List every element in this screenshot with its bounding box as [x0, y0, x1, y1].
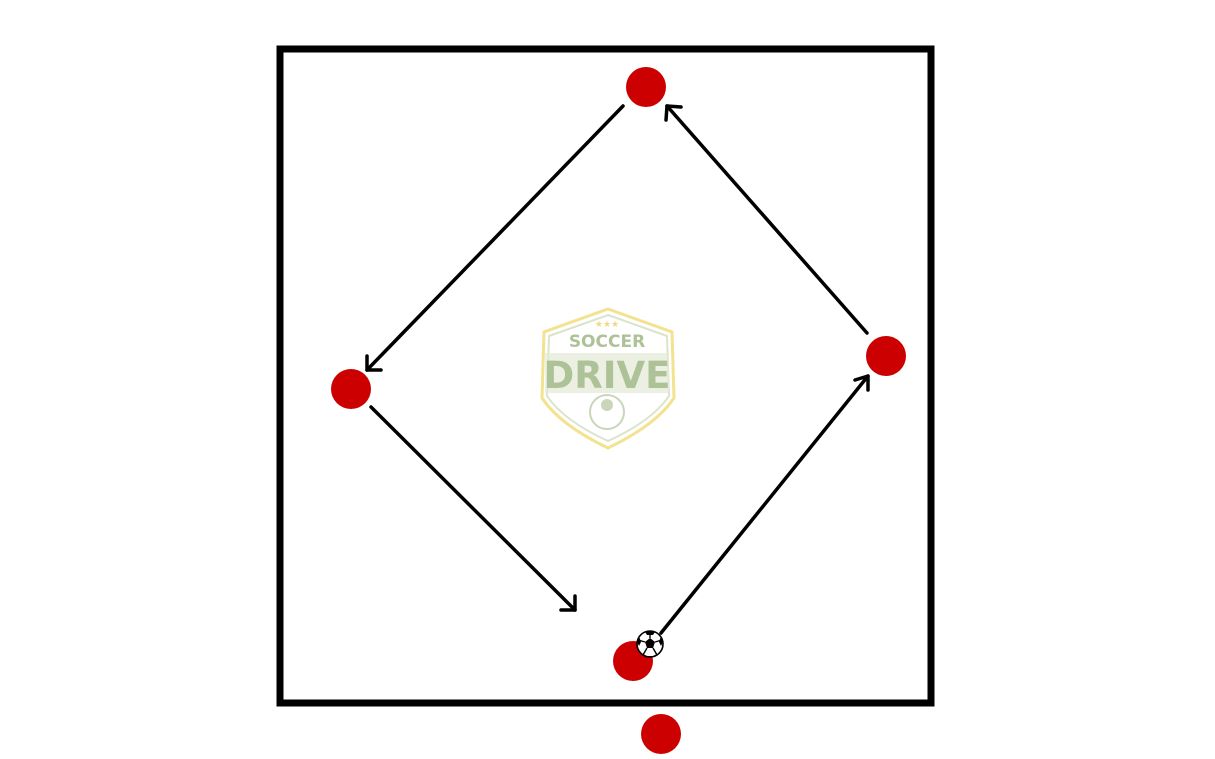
pass-arrows [365, 104, 870, 635]
arrow-top-to-left [365, 104, 625, 372]
logo-shield-outline [540, 307, 676, 450]
soccer-ball-icon [636, 630, 664, 658]
arrow-left-to-bottom [369, 405, 577, 612]
soccer-drive-logo: ★★★ SOCCER DRIVE [540, 307, 676, 450]
logo-text-drive: DRIVE [544, 354, 671, 397]
field-boundary [276, 45, 935, 707]
player-left [331, 369, 371, 409]
player-right [866, 336, 906, 376]
logo-ball-icon [589, 394, 625, 430]
player-outside [641, 714, 681, 754]
logo-banner [545, 353, 669, 393]
arrow-right-to-top [664, 104, 869, 335]
logo-text-soccer: SOCCER [569, 332, 645, 352]
logo-ball-patch [601, 399, 613, 411]
logo-stars: ★★★ [595, 320, 619, 330]
player-top [626, 67, 666, 107]
arrow-bottom-to-right [659, 374, 870, 635]
